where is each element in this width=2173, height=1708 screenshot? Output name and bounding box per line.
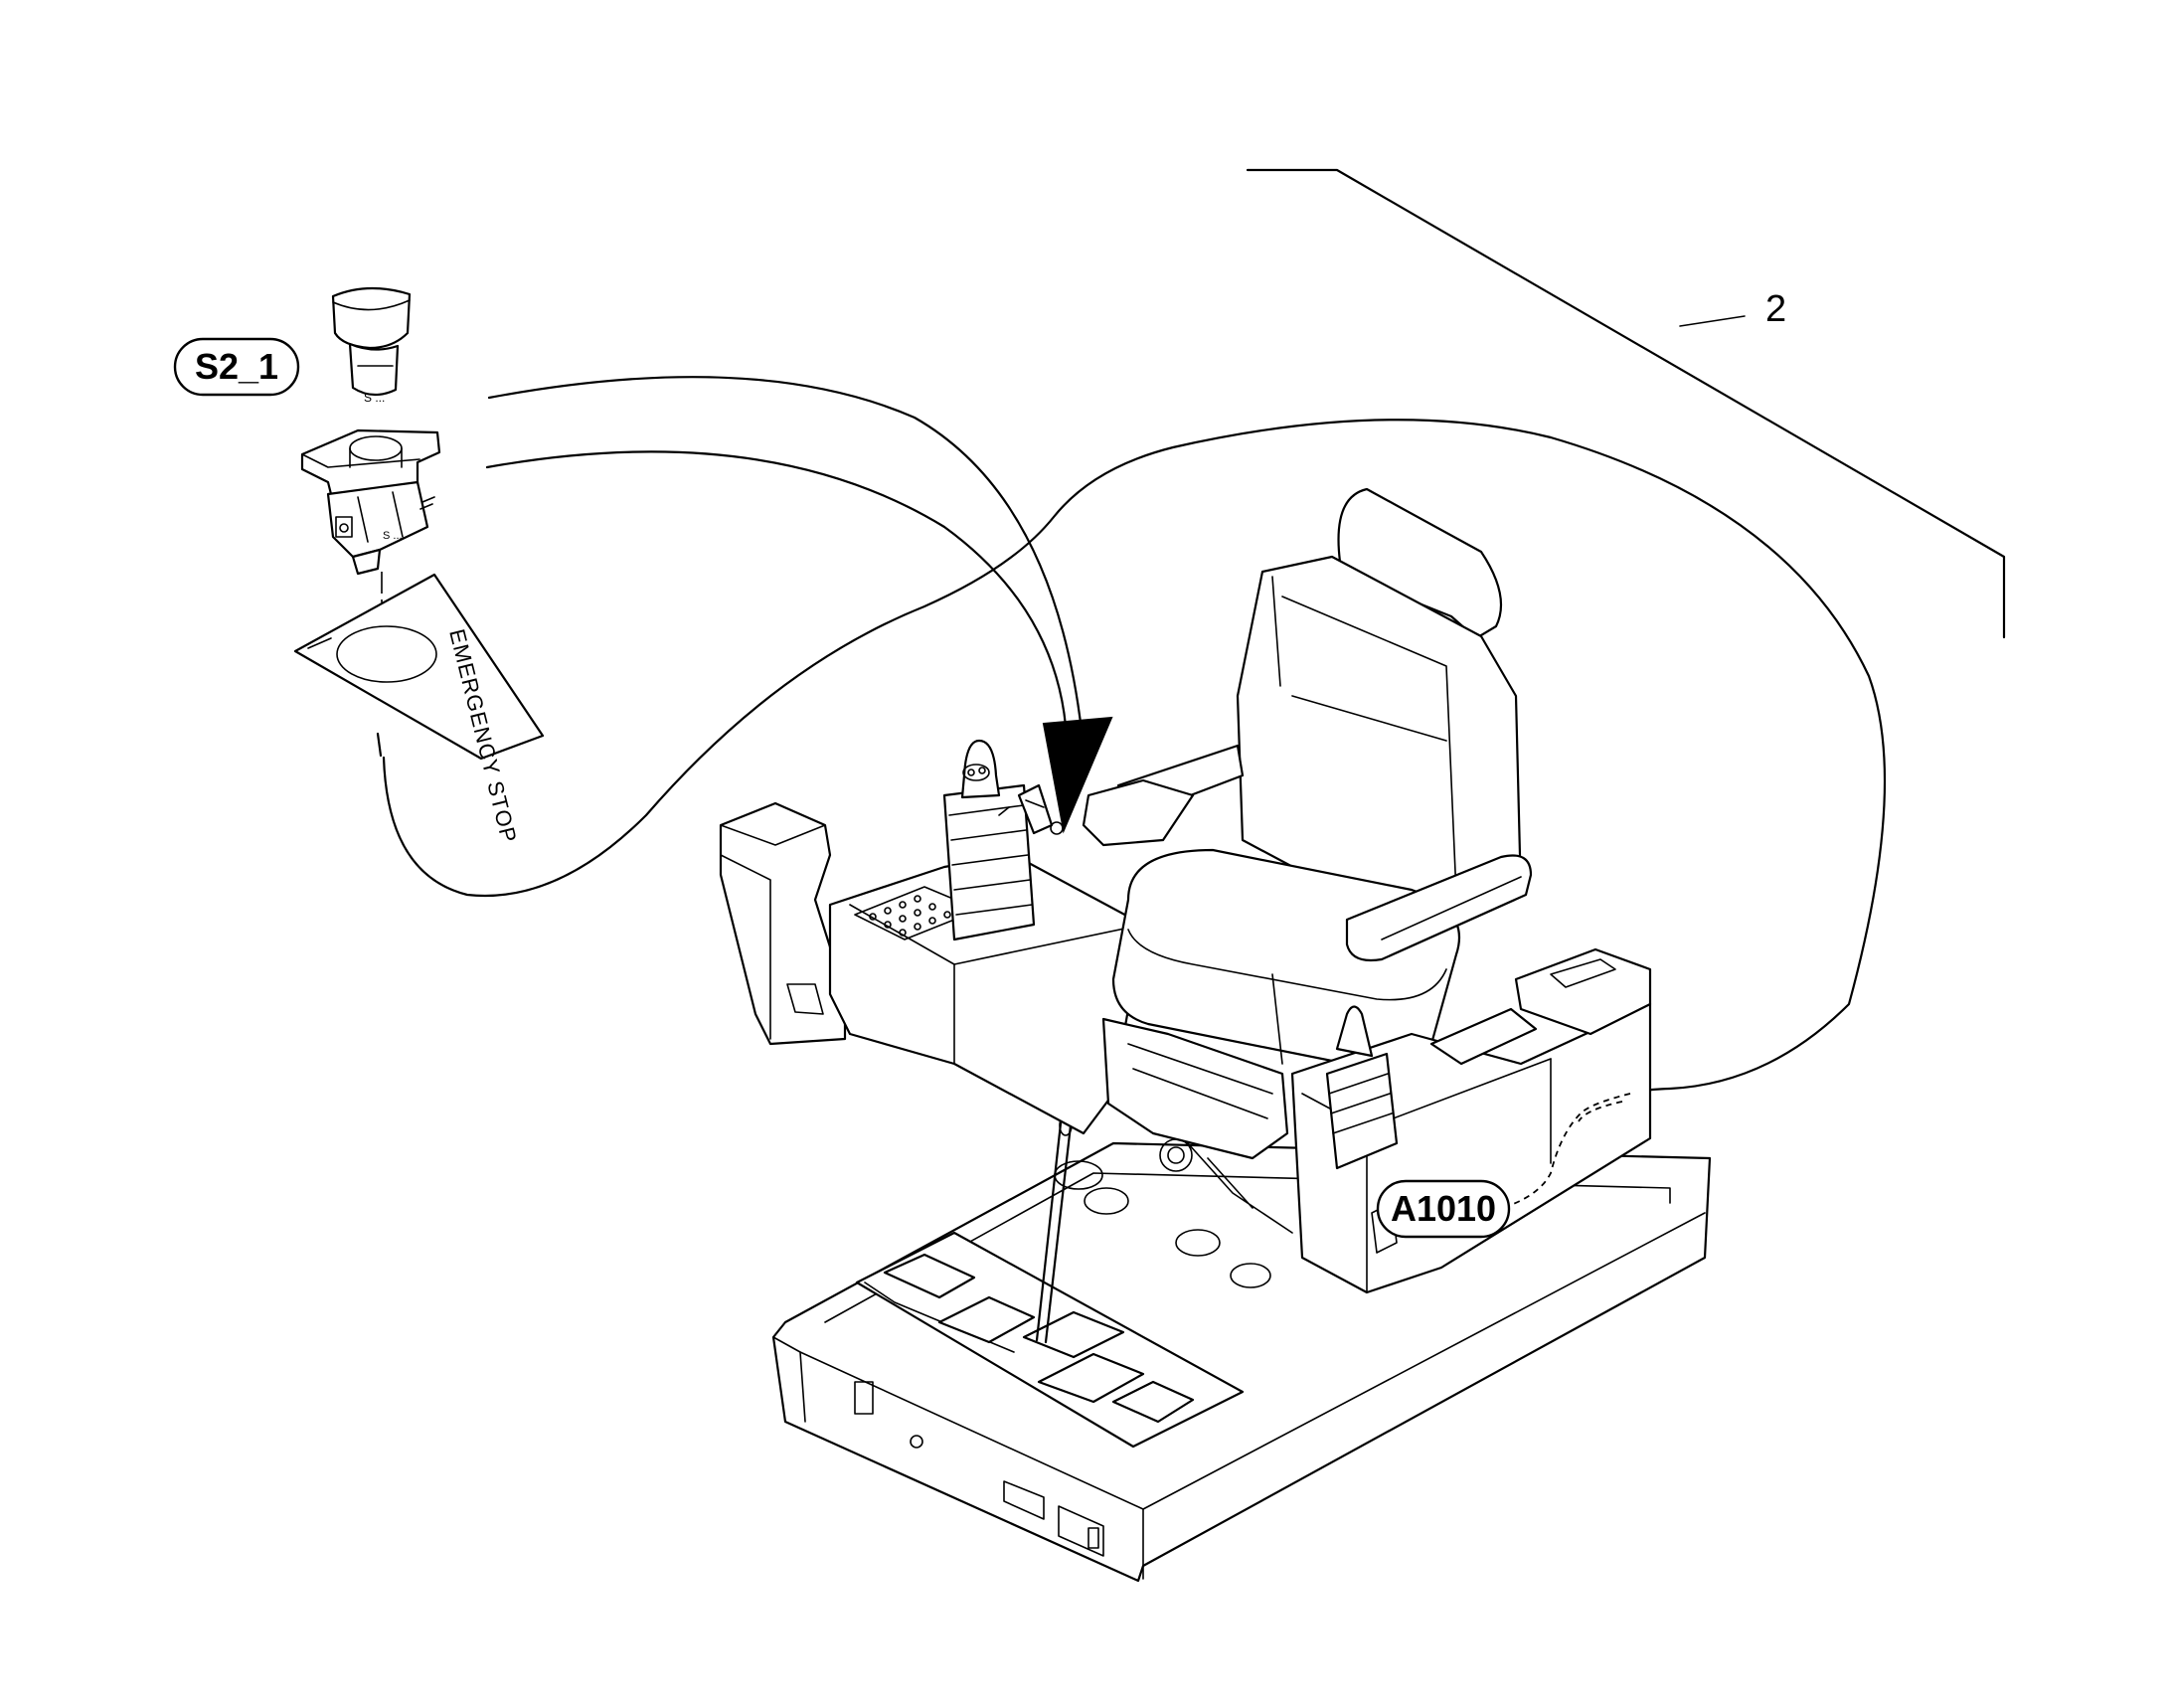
emergency-stop-label-plate: EMERGENCY STOP [293, 573, 545, 846]
switch-contact-block: S ... [300, 428, 441, 576]
a1010-cable-hidden [1510, 1093, 1631, 1206]
callout-item-2: 2 [1765, 288, 1786, 330]
switch-marking-top: S ... [364, 391, 385, 405]
operator-seat [1082, 487, 1533, 1234]
item-2-bracket [1246, 168, 2006, 639]
callout-a1010-label: A1010 [1391, 1188, 1496, 1229]
left-console [719, 739, 1145, 1135]
callout-s2-1-label: S2_1 [195, 346, 278, 387]
emergency-stop-button-head: S ... [331, 286, 412, 405]
switch-cable [376, 419, 1887, 1096]
switch-marking-block: S ... [383, 530, 403, 542]
cab-platform-base [771, 1114, 1712, 1583]
callout-s2-1: S2_1 [173, 337, 300, 397]
location-arrow [485, 376, 1113, 834]
callout-a1010: A1010 [1376, 1179, 1511, 1239]
